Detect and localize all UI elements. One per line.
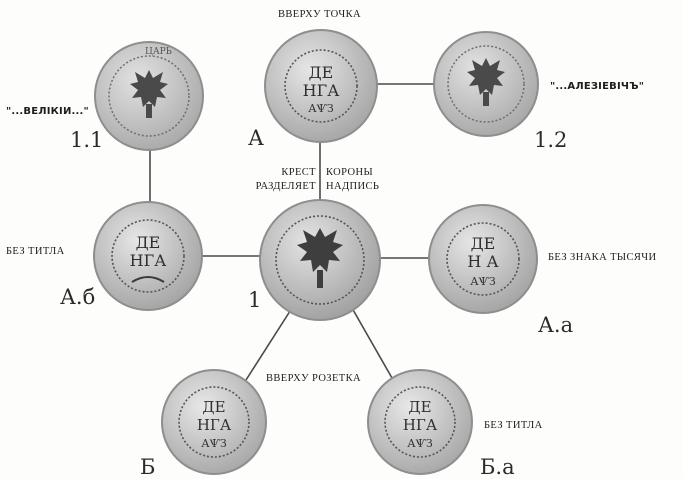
coin-1-1-image: ЦАРЬ (93, 40, 205, 152)
label-A: А (248, 126, 264, 150)
annotation-without-thousand: БЕЗ ЗНАКА ТЫСЯЧИ (548, 252, 656, 263)
coin-B-line2: НГА (197, 416, 232, 434)
label-Ab: А.б (60, 285, 95, 309)
coin-Ba: ДЕ НГА АѰЗ (366, 368, 474, 476)
coin-A-line1: ДЕ (309, 63, 334, 82)
annotation-alezievich: "...АЛЕЗIЕВIЧЪ" (550, 81, 644, 92)
coin-1-1: ЦАРЬ (93, 40, 205, 152)
coin-Ba-line3: АѰЗ (407, 437, 433, 450)
label-1: 1 (248, 288, 261, 312)
coin-Aa: ДЕ Н А АѰЗ (427, 203, 539, 315)
annotation-crowns-inscription: КОРОНЫ НАДПИСЬ (326, 166, 408, 194)
annotation-velikii: "...ВЕЛIКIИ..." (6, 106, 89, 117)
coin-Aa-line1: ДЕ (471, 234, 496, 253)
coin-B: ДЕ НГА АѰЗ (160, 368, 268, 476)
annotation-without-titlo-left: БЕЗ ТИТЛА (6, 246, 65, 257)
coin-Ab-line1: ДЕ (136, 233, 161, 252)
svg-text:ЦАРЬ: ЦАРЬ (145, 47, 172, 57)
coin-A-line2: НГА (303, 81, 340, 100)
coin-B-line1: ДЕ (202, 398, 225, 416)
coin-1-2 (432, 30, 540, 138)
coin-Ab-line2: НГА (130, 251, 167, 270)
annotation-top-rosette: ВВЕРХУ РОЗЕТКА (266, 373, 361, 384)
coin-Aa-line3: АѰЗ (470, 275, 496, 288)
coin-A: ДЕ НГА АѰЗ (263, 28, 379, 144)
label-Ba: Б.а (480, 455, 515, 479)
annotation-cross-divides: КРЕСТ РАЗДЕЛЯЕТ (236, 166, 316, 194)
label-1-2: 1.2 (534, 128, 567, 152)
coin-B-line3: АѰЗ (201, 437, 227, 450)
label-1-1: 1.1 (70, 128, 103, 152)
coin-Aa-line2: Н А (467, 252, 498, 271)
coin-A-line3: АѰЗ (308, 102, 334, 115)
coin-Ab: ДЕ НГА (92, 200, 204, 312)
coin-1 (258, 198, 382, 322)
coin-Ba-line2: НГА (403, 416, 438, 434)
coin-Ba-line1: ДЕ (408, 398, 431, 416)
label-B: Б (140, 455, 155, 479)
annotation-without-titlo-right: БЕЗ ТИТЛА (484, 420, 543, 431)
label-Aa: А.а (538, 313, 573, 337)
annotation-top-dot: ВВЕРХУ ТОЧКА (278, 9, 361, 20)
